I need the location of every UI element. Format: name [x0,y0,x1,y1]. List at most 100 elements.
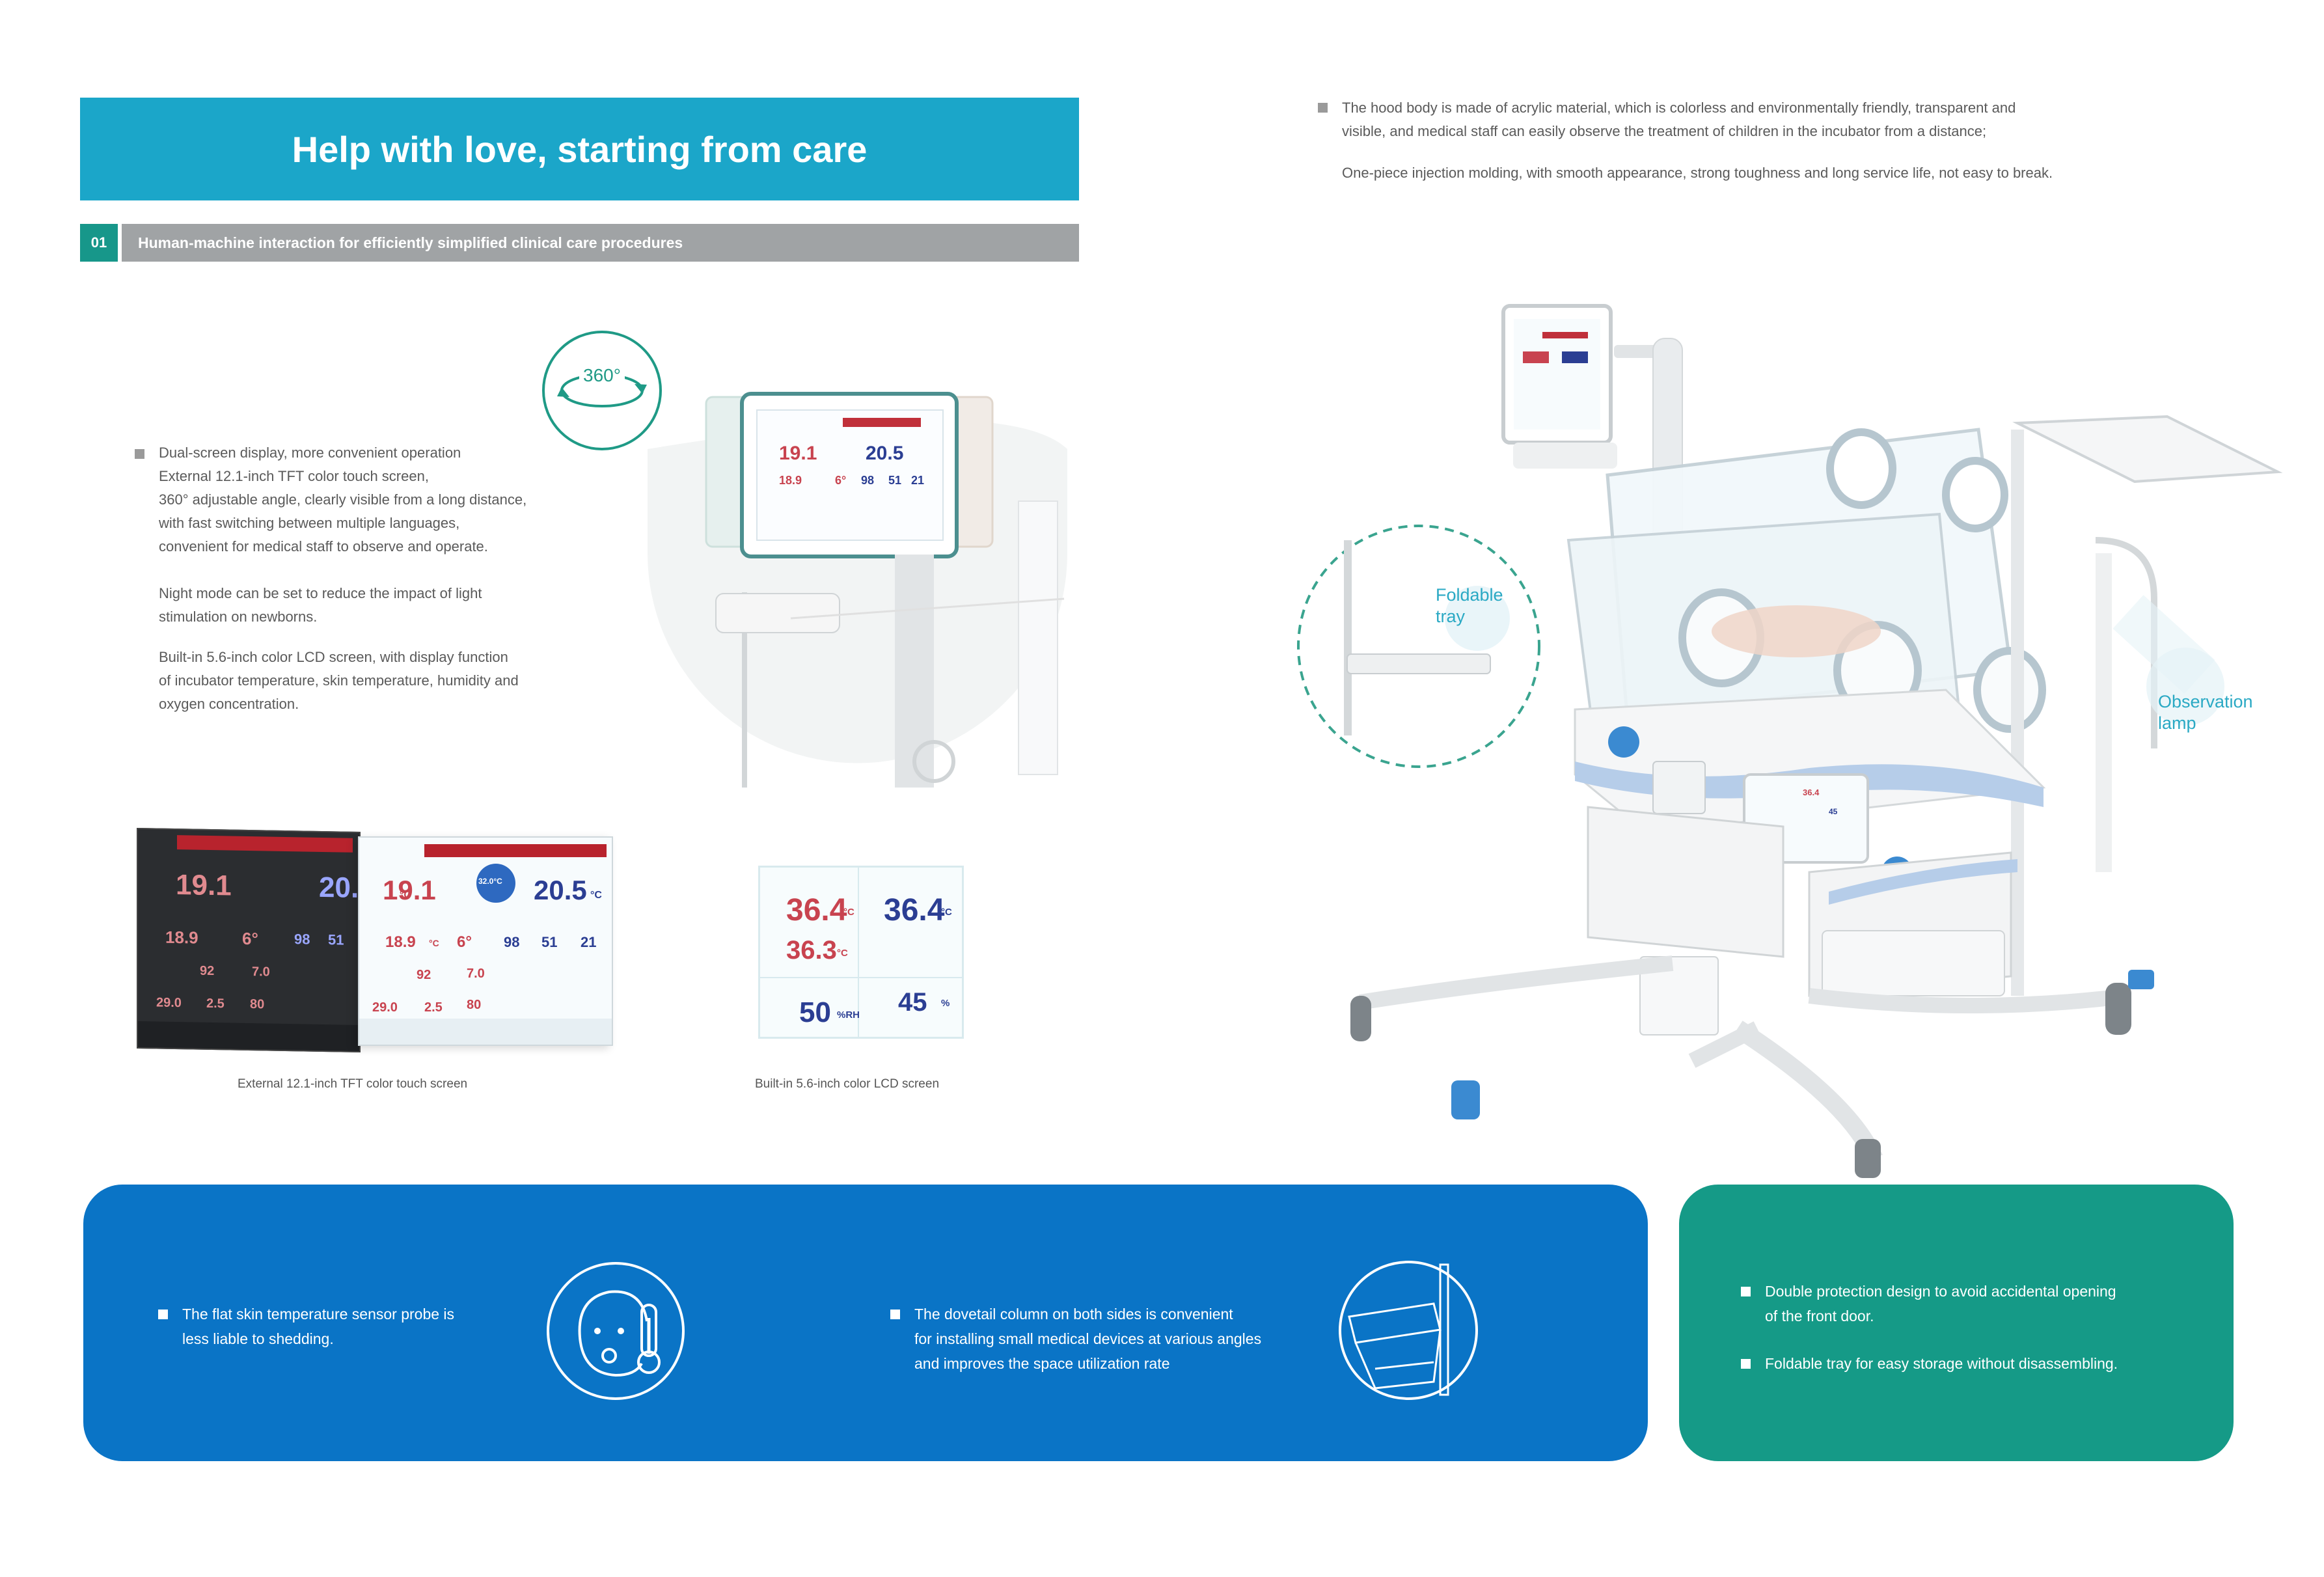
callout-line: tray [1436,607,1466,626]
page-title: Help with love, starting from care [292,128,868,170]
divider [858,868,859,1037]
builtin-temp-2: 36.4 [884,893,945,927]
feature-line: less liable to shedding. [182,1330,334,1347]
feature-block-night-mode: Night mode can be set to reduce the impa… [159,582,679,629]
builtin-temp-1: 36.4 [786,893,847,927]
dark-temp-right: 20. [319,871,359,904]
callout-line: lamp [2158,713,2196,733]
monitor-rotation-illustration: 19.1 20.5 18.9 6° 98 51 21 [641,384,1077,788]
monitor-bed-angle: 6° [835,474,847,487]
feature-line: External 12.1-inch TFT color touch scree… [159,468,429,484]
infant-sensor-icon [544,1259,687,1403]
incubator-illustration: 36.4 45 [1289,293,2291,1185]
feature-line: The dovetail column on both sides is con… [914,1306,1233,1323]
bullet-marker [158,1310,168,1319]
rotation-360-icon: 360° [540,329,664,452]
feature-line: for installing small medical devices at … [914,1330,1262,1347]
dark-value: 29.0 [156,995,182,1011]
builtin-temp-unit: °C [941,907,952,918]
builtin-humidity: 50 [799,996,831,1028]
feature-line: stimulation on newborns. [159,609,318,625]
feature-line: of the front door. [1765,1308,1874,1324]
feature-line: Double protection design to avoid accide… [1765,1283,2116,1300]
light-mode-screen: 19.1 °C 32.0°C 20.5 °C 18.9 °C 6° 98 51 … [358,836,613,1046]
bullet-marker [1318,103,1328,113]
light-value: 21 [581,934,597,950]
dark-value: 51 [328,931,344,948]
rotation-label: 360° [583,365,621,385]
monitor-value: 98 [861,474,875,487]
title-banner: Help with love, starting from care [80,98,1079,200]
dark-temp-second: 18.9 [165,927,198,948]
light-temp-unit: °C [590,890,602,901]
builtin-temp-unit: °C [843,907,854,918]
section-title: Human-machine interaction for efficientl… [122,224,1079,262]
incubator-screen-temp: 36.4 [1803,788,1820,797]
callout-line: Foldable [1436,585,1503,605]
external-screen-mockup: 19.1 20. 18.9 6° 98 51 92 7.0 29.0 2.5 8… [137,827,613,1053]
hood-material-description: The hood body is made of acrylic materia… [1318,96,2294,185]
light-bed-angle: 6° [457,933,472,951]
callout-observation-lamp: Observation lamp [2158,691,2253,734]
light-toolbar [359,1019,612,1045]
light-temp-unit: °C [429,938,439,948]
bullet-marker [890,1310,900,1319]
caption-external-screen: External 12.1-inch TFT color touch scree… [238,1077,468,1091]
gauge-value: 32.0°C [478,877,502,886]
description-line: One-piece injection molding, with smooth… [1342,165,2053,181]
light-temp-second: 18.9 [385,933,416,951]
feature-block-builtin-screen: Built-in 5.6-inch color LCD screen, with… [159,646,679,716]
temp-gauge [476,864,515,903]
feature-line: and improves the space utilization rate [914,1355,1170,1372]
dovetail-column-icon [1336,1258,1481,1403]
feature-foldable-tray: Foldable tray for easy storage without d… [1741,1351,2209,1376]
dark-value: 92 [200,963,215,979]
alarm-bar [177,835,353,853]
light-value: 92 [417,968,431,982]
description-line: visible, and medical staff can easily ob… [1342,123,1987,139]
dark-value: 2.5 [206,996,225,1011]
builtin-oxygen-unit: % [941,998,950,1009]
dark-toolbar [138,1021,359,1051]
light-temp-unit: °C [400,890,411,901]
feature-panel-green: Double protection design to avoid accide… [1679,1185,2234,1461]
feature-line: of incubator temperature, skin temperatu… [159,672,519,689]
divider [760,977,962,978]
feature-line: The flat skin temperature sensor probe i… [182,1306,455,1323]
light-temp-main: 19.1 [383,875,436,905]
builtin-humidity-unit: %RH [837,1009,860,1021]
builtin-temp-3: 36.3 [786,936,837,965]
alarm-bar [424,844,607,857]
dark-mode-screen: 19.1 20. 18.9 6° 98 51 92 7.0 29.0 2.5 8… [137,827,361,1053]
monitor-value: 21 [911,474,925,487]
feature-line: 360° adjustable angle, clearly visible f… [159,491,527,508]
light-value: 29.0 [372,1000,398,1015]
callout-foldable-tray: Foldable tray [1436,584,1503,627]
monitor-value: 51 [888,474,902,487]
dark-value: 98 [294,931,310,948]
section-number: 01 [80,224,118,262]
feature-double-protection: Double protection design to avoid accide… [1741,1279,2209,1328]
feature-line: convenient for medical staff to observe … [159,538,488,555]
builtin-screen-mockup: 36.4 °C 36.3 °C 36.4 °C 50 %RH 45 % [758,866,964,1039]
builtin-oxygen: 45 [898,988,927,1017]
light-value: 51 [541,934,558,950]
light-value: 98 [504,934,520,950]
bullet-marker [1741,1287,1751,1296]
dark-value: 80 [250,997,265,1012]
dark-temp-main: 19.1 [176,869,232,902]
light-value: 2.5 [424,1000,443,1015]
feature-line: Foldable tray for easy storage without d… [1765,1355,2118,1372]
dark-bed-angle: 6° [242,928,258,949]
feature-line: oxygen concentration. [159,696,299,712]
incubator-screen-oxygen: 45 [1829,807,1838,816]
feature-sensor-probe: The flat skin temperature sensor probe i… [158,1302,549,1351]
callout-line: Observation [2158,692,2253,711]
dark-value: 7.0 [252,965,270,980]
monitor-temp-second: 18.9 [779,474,802,487]
monitor-temp-right: 20.5 [866,443,904,464]
feature-dovetail-column: The dovetail column on both sides is con… [890,1302,1333,1376]
bullet-marker [135,449,144,459]
feature-line: Built-in 5.6-inch color LCD screen, with… [159,649,508,665]
caption-builtin-screen: Built-in 5.6-inch color LCD screen [755,1077,940,1091]
